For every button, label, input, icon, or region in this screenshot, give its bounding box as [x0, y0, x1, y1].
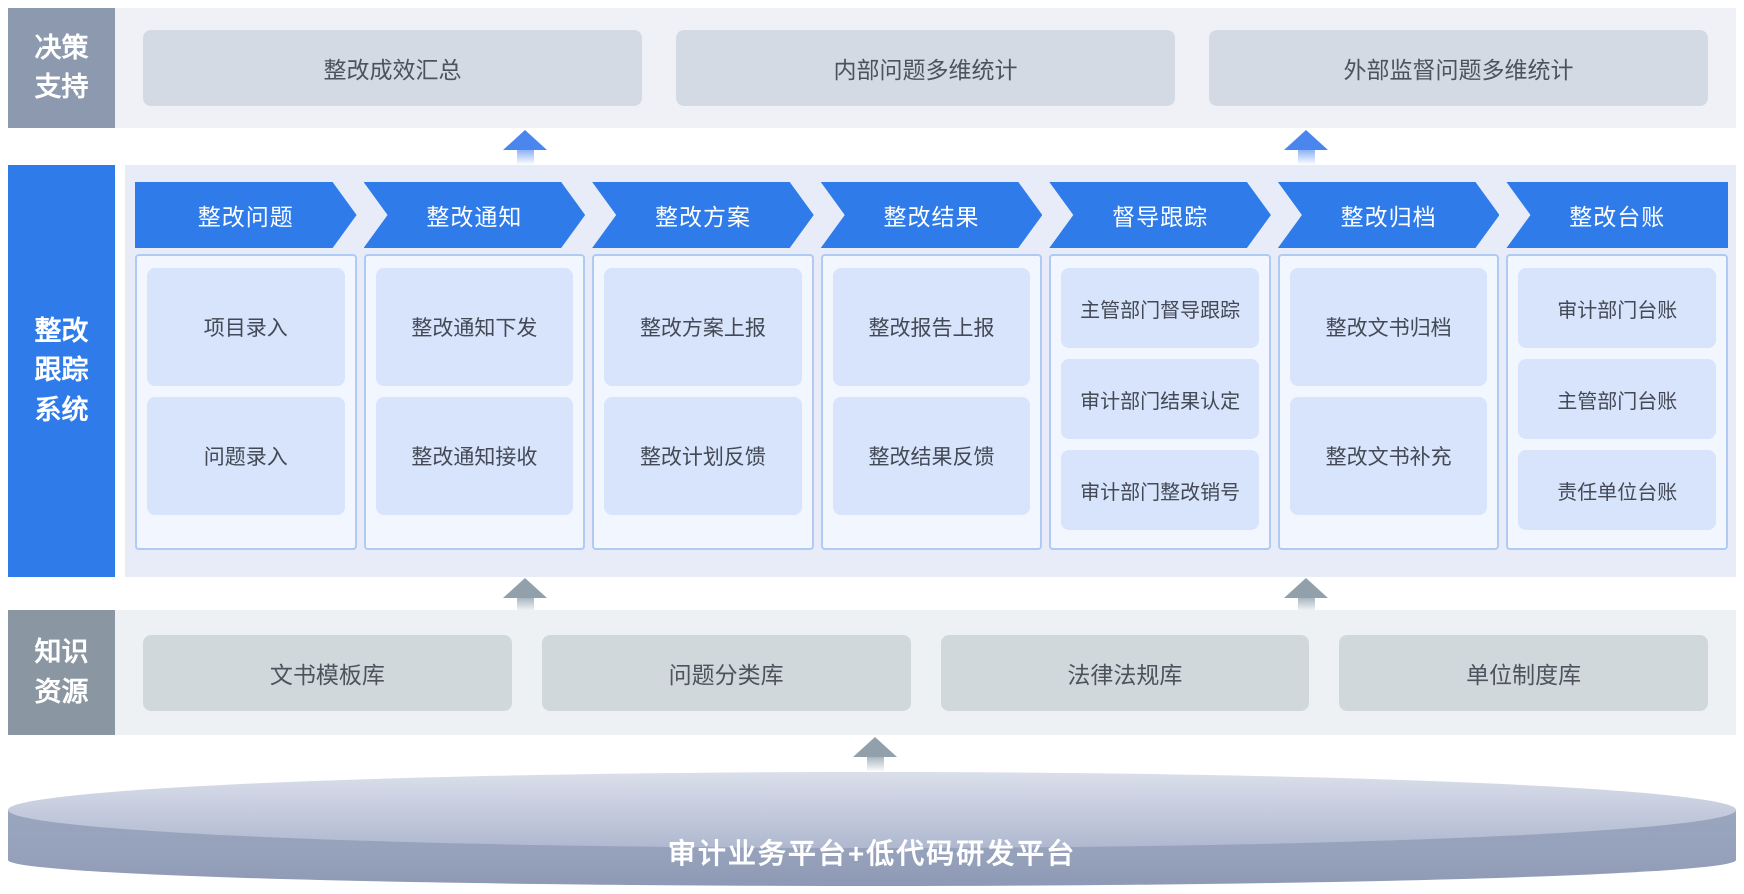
platform-label: 审计业务平台+低代码研发平台 [667, 838, 1077, 869]
flow-step-header: 整改归档 [1278, 182, 1500, 248]
knowledge-resources-label: 知识 资源 [8, 610, 115, 735]
up-arrow-icon [1284, 578, 1328, 613]
tracking-system-label: 整改 跟踪 系统 [8, 165, 115, 577]
flow-item: 责任单位台账 [1518, 450, 1717, 530]
flow-item: 整改文书归档 [1289, 268, 1488, 386]
decision-support-band: 决策 支持 整改成效汇总 内部问题多维统计 外部监督问题多维统计 [8, 8, 1736, 128]
flow-step-header: 整改结果 [821, 182, 1043, 248]
label-line: 整改 [34, 316, 89, 347]
arrow-head [503, 130, 547, 150]
arrow-tail [1297, 598, 1315, 613]
flow-item: 审计部门台账 [1518, 268, 1717, 348]
flow-step-header: 整改方案 [592, 182, 814, 248]
cylinder-top-face [8, 772, 1736, 848]
platform-cylinder: 审计业务平台+低代码研发平台 [8, 772, 1736, 886]
label-line: 资源 [34, 676, 89, 707]
flow-item: 整改结果反馈 [832, 397, 1031, 515]
decision-support-label: 决策 支持 [8, 8, 115, 128]
flow-item: 整改报告上报 [832, 268, 1031, 386]
arrow-head [1284, 578, 1328, 598]
flow-step-header: 整改通知 [364, 182, 586, 248]
label-line: 支持 [34, 72, 89, 102]
decision-box: 整改成效汇总 [143, 30, 642, 106]
flow-item: 审计部门整改销号 [1061, 450, 1259, 530]
knowledge-resources-band: 知识 资源 文书模板库 问题分类库 法律法规库 单位制度库 [8, 610, 1736, 735]
flow-panel: 整改方案上报 整改计划反馈 [592, 254, 814, 550]
flow-item: 主管部门台账 [1518, 359, 1717, 439]
decision-box: 内部问题多维统计 [676, 30, 1175, 106]
flow-item: 整改通知下发 [375, 268, 574, 386]
decision-box: 外部监督问题多维统计 [1209, 30, 1708, 106]
arrow-tail [1297, 150, 1315, 165]
flow-column-result: 整改结果 整改报告上报 整改结果反馈 [820, 182, 1043, 550]
flow-panel: 整改通知下发 整改通知接收 [363, 254, 586, 550]
knowledge-box: 单位制度库 [1339, 634, 1708, 711]
flow-panel: 审计部门台账 主管部门台账 责任单位台账 [1506, 254, 1729, 550]
flow-item: 整改文书补充 [1289, 397, 1488, 515]
up-arrow-icon [1284, 130, 1328, 165]
flow-column-archive: 整改归档 整改文书归档 整改文书补充 [1277, 182, 1500, 550]
arrow-tail [516, 598, 534, 613]
flow-column-plan: 整改方案 整改方案上报 整改计划反馈 [592, 182, 814, 550]
flow-item: 整改通知接收 [375, 397, 574, 515]
flow-column-ledger: 整改台账 审计部门台账 主管部门台账 责任单位台账 [1506, 182, 1729, 550]
up-arrow-icon [503, 578, 547, 613]
flow-item: 问题录入 [147, 397, 345, 515]
flow-step-header: 督导跟踪 [1049, 182, 1271, 248]
flow-item: 项目录入 [147, 268, 345, 386]
flow-item: 整改计划反馈 [604, 397, 802, 515]
arrow-tail [516, 150, 534, 165]
knowledge-box: 问题分类库 [541, 634, 911, 711]
knowledge-box: 文书模板库 [143, 634, 512, 711]
arrow-head [1284, 130, 1328, 150]
label-line: 决策 [34, 32, 89, 63]
flow-panel: 整改报告上报 整改结果反馈 [820, 254, 1043, 550]
flow-column-problem: 整改问题 项目录入 问题录入 [135, 182, 357, 550]
flow-item: 整改方案上报 [604, 268, 802, 386]
flow-step-header: 整改问题 [135, 182, 357, 248]
flow-column-notice: 整改通知 整改通知下发 整改通知接收 [363, 182, 586, 550]
label-line: 跟踪 [34, 355, 89, 386]
arrow-head [853, 737, 897, 757]
knowledge-box: 法律法规库 [940, 634, 1310, 711]
flow-step-header: 整改台账 [1506, 182, 1729, 248]
tracking-system-content: 整改问题 项目录入 问题录入 整改通知 整改通知下发 整改通知接收 整改方案 整… [125, 165, 1736, 577]
flow-item: 主管部门督导跟踪 [1061, 268, 1259, 348]
decision-support-content: 整改成效汇总 内部问题多维统计 外部监督问题多维统计 [115, 8, 1736, 128]
label-line: 系统 [34, 394, 89, 425]
arrow-head [503, 578, 547, 598]
flow-item: 审计部门结果认定 [1061, 359, 1259, 439]
flow-panel: 主管部门督导跟踪 审计部门结果认定 审计部门整改销号 [1049, 254, 1271, 550]
flow-column-supervision: 督导跟踪 主管部门督导跟踪 审计部门结果认定 审计部门整改销号 [1049, 182, 1271, 550]
up-arrow-icon [503, 130, 547, 165]
tracking-system-band: 整改 跟踪 系统 整改问题 项目录入 问题录入 整改通知 整改通知下发 整改通知… [8, 165, 1736, 577]
flow-panel: 项目录入 问题录入 [135, 254, 357, 550]
up-arrow-icon [853, 737, 897, 772]
flow-panel: 整改文书归档 整改文书补充 [1277, 254, 1500, 550]
label-line: 知识 [34, 637, 89, 668]
knowledge-resources-content: 文书模板库 问题分类库 法律法规库 单位制度库 [115, 610, 1736, 735]
arrow-tail [866, 757, 884, 772]
